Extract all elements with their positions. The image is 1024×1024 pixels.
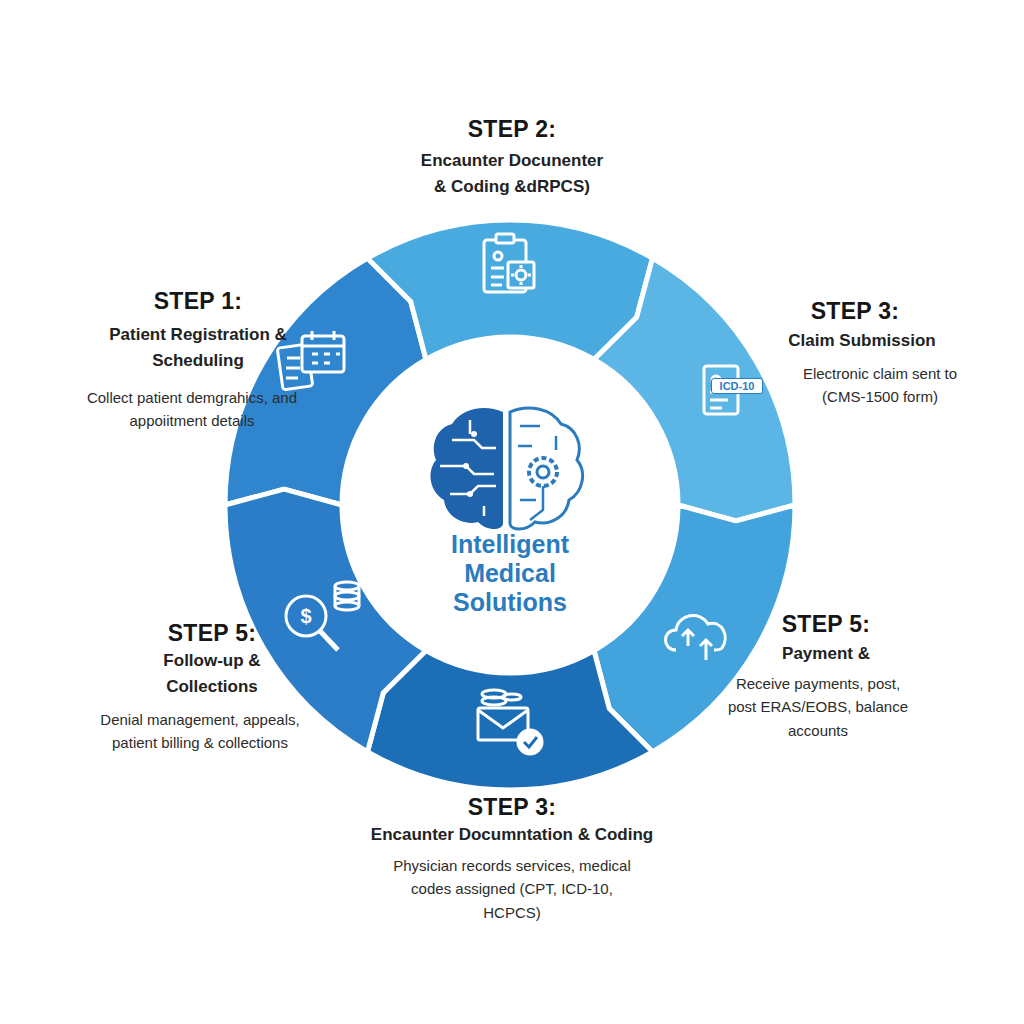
- step-heading: Patient Registration & Scheduling: [93, 322, 303, 375]
- step-description: Electronic claim sent to (CMS-1500 form): [791, 362, 969, 409]
- ring-segment: STEP 3:Claim SubmissionElectronic claim …: [590, 254, 799, 529]
- icon-label: ICD-10: [711, 378, 763, 394]
- step-description: Receive payments, post, post ERAS/EOBS, …: [724, 672, 912, 742]
- step-heading: Encaunter Docunenter & Coding &dRPCS): [414, 148, 610, 201]
- step-description: Physician records services, medical code…: [392, 854, 632, 924]
- ring-segment: STEP 5:Follow-up & CollectionsDenial man…: [221, 481, 430, 756]
- step-heading: Follow-up & Collections: [137, 648, 287, 701]
- step-number: STEP 1:: [98, 288, 298, 315]
- step-description: Collect patient demgrahics, and appoiitm…: [72, 386, 312, 433]
- icon-label: $: [296, 604, 316, 628]
- step-number: STEP 3:: [775, 298, 935, 325]
- step-number: STEP 2:: [412, 116, 612, 143]
- step-number: STEP 5:: [132, 620, 292, 647]
- segment-shape: [590, 254, 799, 529]
- step-heading: Claim Submission: [762, 328, 962, 354]
- center-circle: Intelligent Medical Solutions: [345, 340, 675, 670]
- step-heading: Payment &: [746, 641, 906, 667]
- step-number: STEP 3:: [412, 794, 612, 821]
- center-title: Intelligent Medical Solutions: [420, 530, 600, 616]
- segment-outline: [368, 651, 653, 790]
- segment-outline: [368, 220, 653, 359]
- step-description: Denial management, appeals, patient bill…: [84, 708, 316, 755]
- step-number: STEP 5:: [746, 611, 906, 638]
- step-heading: Encaunter Documntation & Coding: [322, 822, 702, 848]
